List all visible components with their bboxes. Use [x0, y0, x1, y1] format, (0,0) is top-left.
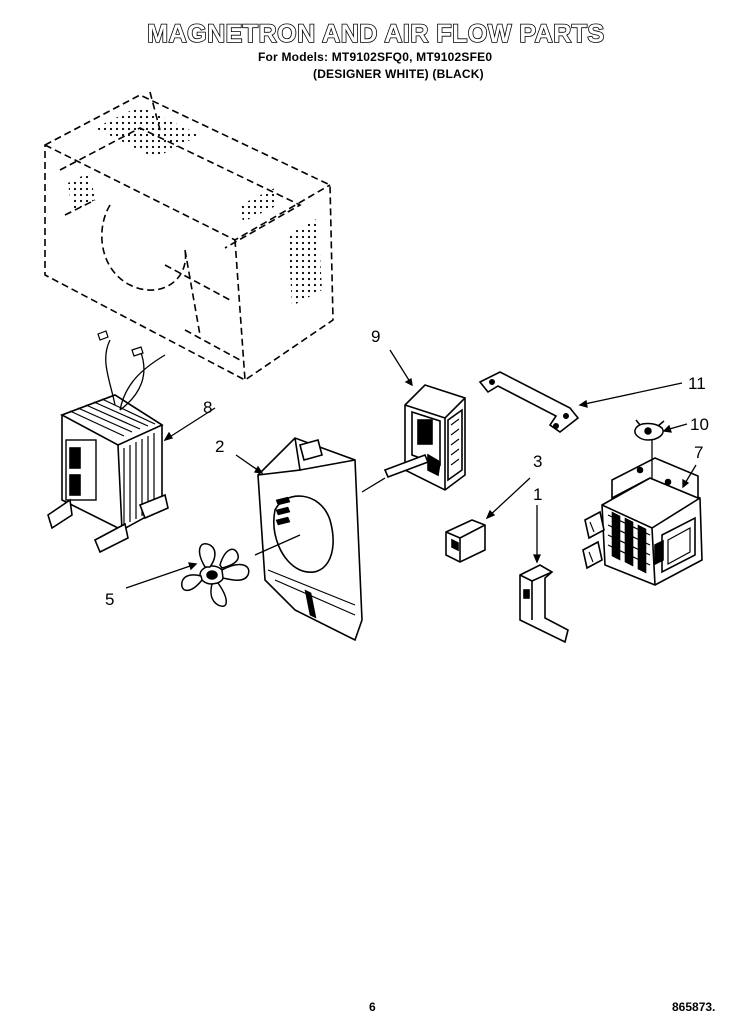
document-number: 865873.	[672, 1000, 716, 1014]
finish-line: (DESIGNER WHITE) (BLACK)	[313, 67, 484, 81]
callout-1: 1	[533, 485, 543, 504]
page-number: 6	[369, 1000, 376, 1014]
cabinet-vent-holes	[68, 106, 322, 306]
part-3-block	[445, 519, 486, 563]
magnetron-part-7	[582, 457, 703, 586]
callout-8: 8	[203, 398, 213, 417]
callout-2: 2	[215, 437, 225, 456]
transformer-part-8	[47, 330, 169, 554]
page-title: MAGNETRON AND AIR FLOW PARTS	[146, 19, 605, 49]
callout-10: 10	[690, 415, 709, 434]
part-10-thermal-cutout	[634, 419, 665, 441]
callout-11: 11	[688, 374, 706, 393]
callout-9: 9	[371, 327, 381, 346]
part-1-bracket	[519, 564, 569, 644]
callout-7: 7	[694, 443, 704, 462]
callout-5: 5	[105, 590, 115, 609]
leader-lines	[125, 349, 697, 589]
fan-blade-part-5	[181, 543, 250, 607]
air-guide-part-2	[257, 437, 363, 642]
models-line: For Models: MT9102SFQ0, MT9102SFE0	[258, 50, 493, 64]
bracket-part-11	[478, 371, 580, 433]
callout-3: 3	[533, 452, 543, 471]
fan-motor-part-9	[383, 384, 466, 491]
